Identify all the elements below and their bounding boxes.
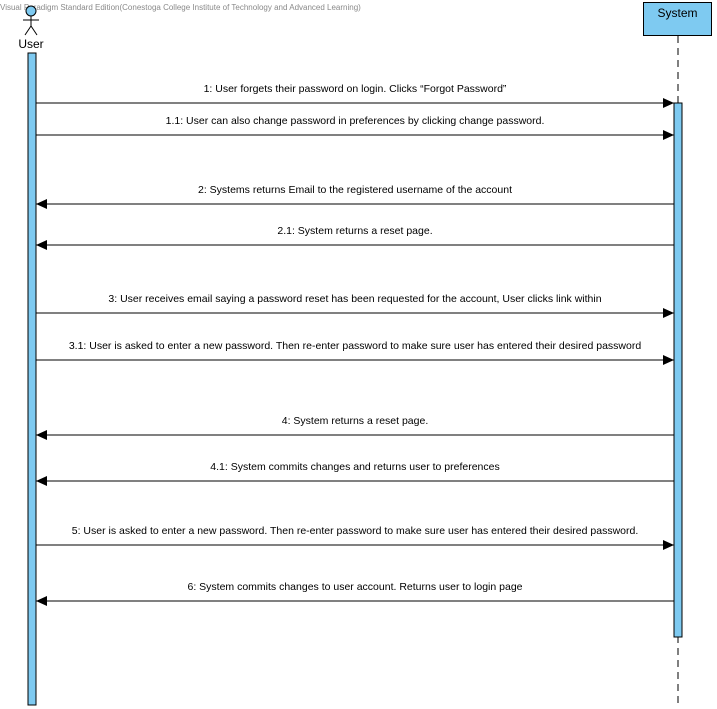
message-label: 2: Systems returns Email to the register… [198, 184, 512, 196]
arrowhead-icon [36, 199, 47, 209]
message-arrow [36, 476, 674, 486]
message-arrow [36, 596, 674, 606]
arrowhead-icon [663, 130, 674, 140]
message-arrow [36, 308, 674, 318]
message-label: 6: System commits changes to user accoun… [187, 581, 523, 593]
watermark-text: Visual Paradigm Standard Edition(Conesto… [0, 3, 361, 12]
arrowhead-icon [36, 430, 47, 440]
arrowhead-icon [663, 355, 674, 365]
message-arrow [36, 355, 674, 365]
message-arrow [36, 98, 674, 108]
arrowhead-icon [663, 540, 674, 550]
message-label: 4.1: System commits changes and returns … [210, 461, 500, 473]
arrowhead-icon [36, 240, 47, 250]
actor-label: User [18, 37, 44, 51]
message-label: 3: User receives email saying a password… [108, 293, 602, 305]
stick-figure-icon [23, 5, 39, 36]
message-label: 1: User forgets their password on login.… [203, 83, 507, 95]
system-lifeline-head: System [643, 2, 712, 36]
system-label: System [657, 6, 698, 20]
arrowhead-icon [663, 98, 674, 108]
message-arrow [36, 240, 674, 250]
message-label: 4: System returns a reset page. [281, 415, 429, 427]
user-activation-bar [27, 52, 37, 706]
message-arrow [36, 199, 674, 209]
messages-layer [36, 98, 674, 606]
message-arrow [36, 540, 674, 550]
system-activation-bar [673, 102, 683, 638]
message-label: 2.1: System returns a reset page. [277, 225, 433, 237]
message-arrow [36, 130, 674, 140]
arrowhead-icon [36, 476, 47, 486]
arrowhead-icon [36, 596, 47, 606]
arrowhead-icon [663, 308, 674, 318]
message-label: 1.1: User can also change password in pr… [165, 115, 545, 127]
message-label: 5: User is asked to enter a new password… [71, 525, 639, 537]
message-arrow [36, 430, 674, 440]
message-label: 3.1: User is asked to enter a new passwo… [68, 340, 642, 352]
